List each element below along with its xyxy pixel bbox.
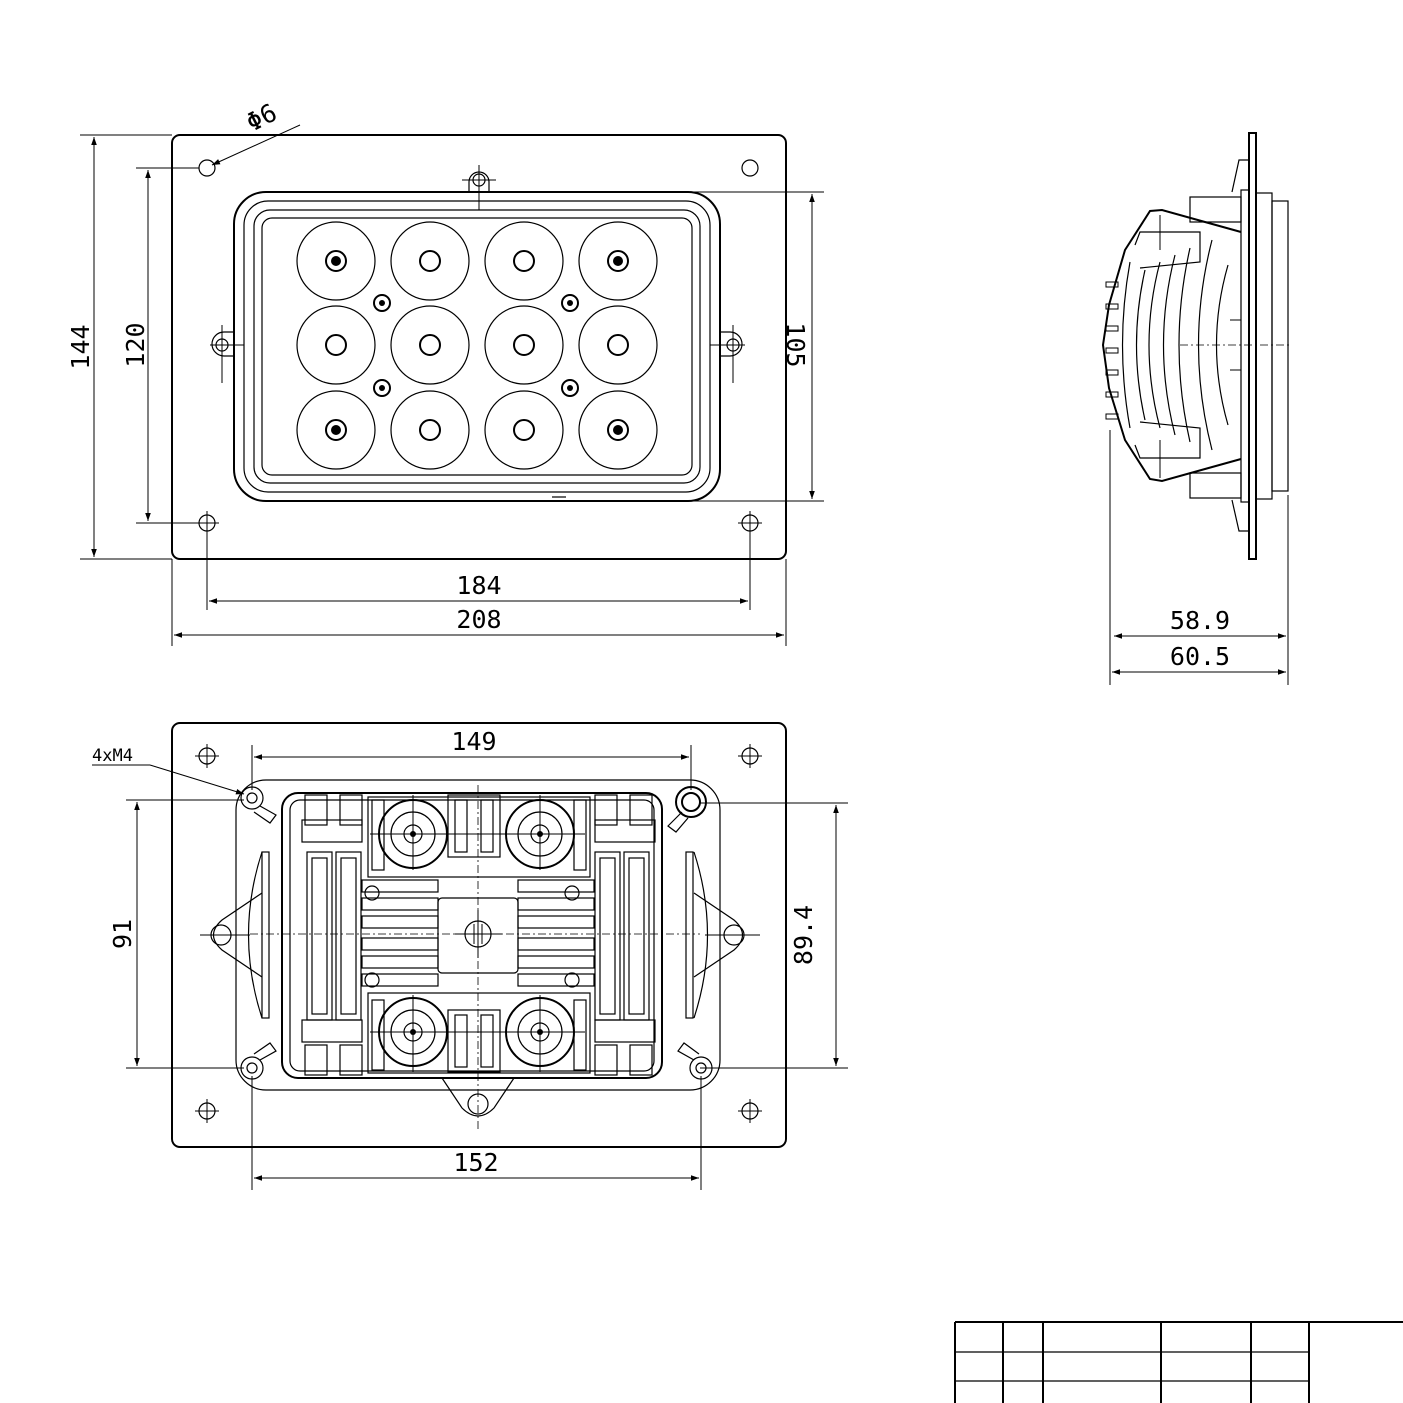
- front-flange: [171, 134, 787, 560]
- heatsink-fins: [1105, 281, 1119, 420]
- dim-overall-height-label: 144: [66, 324, 95, 369]
- front-mounting-holes: [195, 159, 762, 535]
- led-lens: [578, 390, 658, 470]
- led-lens: [484, 305, 564, 385]
- rear-flange: [171, 722, 787, 1148]
- rear-side-ears: [200, 892, 760, 978]
- lens-screw: [373, 294, 391, 312]
- title-block: [954, 1321, 1403, 1403]
- dim-overall-width: 208: [171, 559, 787, 646]
- dim-hole-span-y-label: 120: [121, 322, 150, 367]
- led-lens: [578, 305, 658, 385]
- dim-hole-diameter: Φ6: [211, 98, 301, 166]
- dim-stud-span-y: 91: [108, 799, 244, 1069]
- dim-cutout-height: 105: [690, 191, 824, 502]
- dim-body-height: 89.4: [700, 802, 848, 1069]
- dim-hole-diameter-label: Φ6: [242, 98, 282, 138]
- side-view: 58.9 60.5: [1101, 132, 1290, 685]
- rear-mounting-holes: [195, 744, 762, 1123]
- dim-overall-depth-label: 60.5: [1170, 642, 1230, 671]
- front-housing: [233, 191, 721, 502]
- dim-body-depth-label: 58.9: [1170, 606, 1230, 635]
- mounting-hole: [198, 159, 216, 177]
- side-flange: [1248, 132, 1257, 560]
- dim-thread-note: 4xM4: [92, 746, 245, 795]
- dim-stud-span-y-label: 91: [108, 919, 137, 949]
- dim-stud-span-x-label: 149: [451, 727, 496, 756]
- lens-screw: [561, 294, 579, 312]
- led-lens: [296, 390, 376, 470]
- dim-body-height-label: 89.4: [789, 905, 818, 965]
- dim-overall-height: 144: [66, 134, 172, 560]
- housing-lugs: [210, 165, 745, 498]
- rear-heatsink-body: [281, 792, 663, 1079]
- dim-thread-note-label: 4xM4: [92, 746, 133, 766]
- dim-stud-span-x: 149: [251, 727, 692, 790]
- lens-screw: [373, 379, 391, 397]
- led-lens: [484, 221, 564, 301]
- dim-hole-span-x: 184: [206, 531, 751, 610]
- dim-stud-span-x-bottom-label: 152: [453, 1148, 498, 1177]
- led-lens: [484, 390, 564, 470]
- dim-cutout-height-label: 105: [781, 322, 810, 367]
- led-lens: [296, 221, 376, 301]
- dim-overall-width-label: 208: [456, 605, 501, 634]
- rear-round-bosses: [370, 795, 585, 1072]
- heatsink-profile: [1101, 208, 1242, 483]
- dim-hole-span-y: 120: [121, 167, 199, 524]
- rear-view: 4xM4 149 152 91 89.4: [92, 722, 848, 1190]
- led-lens: [578, 221, 658, 301]
- dim-side-depth: 58.9 60.5: [1109, 430, 1289, 685]
- dim-stud-span-x-bottom: 152: [251, 1076, 702, 1190]
- lens-screw: [561, 379, 579, 397]
- led-lens: [296, 305, 376, 385]
- front-view: Φ6 144 120 105 184: [66, 98, 824, 646]
- led-lens: [390, 305, 470, 385]
- led-lens-array: [296, 221, 658, 470]
- led-lens: [390, 221, 470, 301]
- dim-hole-span-x-label: 184: [456, 571, 501, 600]
- rear-fin-blocks: [301, 794, 656, 1076]
- lens-window: [261, 217, 693, 476]
- led-lens: [390, 390, 470, 470]
- mounting-hole: [741, 159, 759, 177]
